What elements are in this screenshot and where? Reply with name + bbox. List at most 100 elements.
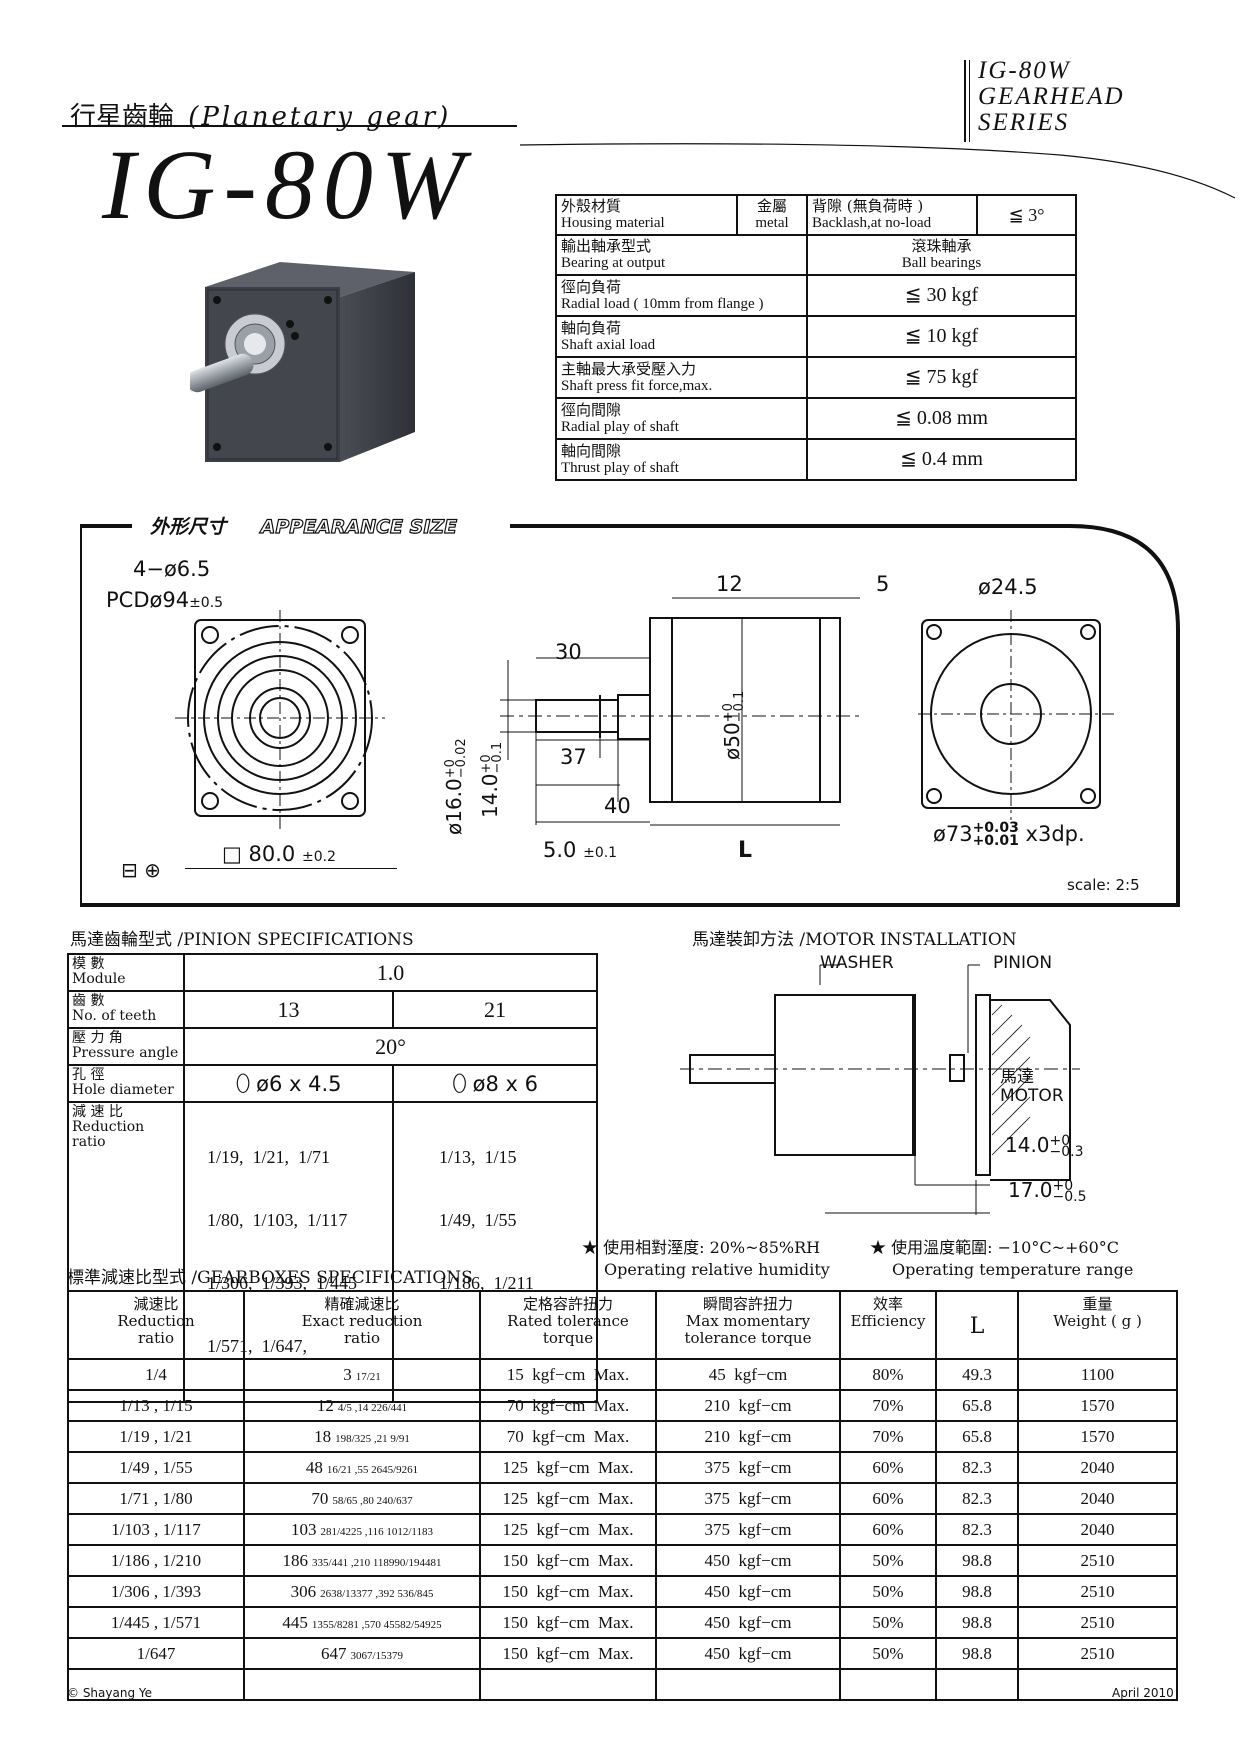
cell-rated: 125 kgf−cm Max.	[479, 1482, 657, 1515]
cell-empty	[479, 1668, 657, 1701]
washer-label: WASHER	[820, 953, 894, 973]
temperature-en: Operating temperature range	[892, 1260, 1134, 1279]
dim-5-0-tol: ±0.1	[583, 845, 618, 861]
cell-max: 450 kgf−cm	[655, 1606, 841, 1639]
spec-table: 外殼材質 Housing material 金屬 metal 背隙 (無負荷時 …	[555, 194, 1077, 481]
header-cn: 瞬間容許扭力	[702, 1295, 793, 1313]
cell-L: 49.3	[935, 1358, 1019, 1391]
cell-max: 450 kgf−cm	[655, 1544, 841, 1577]
motor-label-cn: 馬達	[1000, 1067, 1034, 1087]
pinion-label-en: Module	[72, 971, 126, 987]
spec-label: 背隙 (無負荷時 ) Backlash,at no-load	[806, 194, 978, 236]
cell-max: 210 kgf−cm	[655, 1389, 841, 1422]
exact-fraction: 17/21	[355, 1370, 381, 1383]
header-swoosh	[520, 143, 1236, 199]
exact-whole: 186	[282, 1550, 309, 1570]
spec-label-cn: 軸向負荷	[561, 318, 622, 337]
header-en: ratio	[344, 1329, 380, 1347]
dim-pilot: ø73+0.03+0.01 x3dp.	[933, 821, 1085, 848]
spec-label-en: Backlash,at no-load	[812, 215, 932, 231]
pinion-angle-value: 20°	[183, 1027, 598, 1066]
cell-eff: 60%	[839, 1513, 937, 1546]
gearbox-title: 標準減速比型式 /GEARBOXES SPECIFICATIONS	[67, 1268, 473, 1288]
copyright: © Shayang Ye	[67, 1686, 153, 1700]
cell-eff: 50%	[839, 1606, 937, 1639]
header-cn: 重量	[1082, 1295, 1113, 1313]
exact-fraction: 335/441 ,210 118990/194481	[312, 1556, 442, 1569]
header-en: ratio	[138, 1329, 174, 1347]
ratio-line: 1/186, 1/211	[439, 1273, 534, 1293]
dim-5-0-value: 5.0	[543, 838, 577, 862]
dim-pcd: PCDø94±0.5	[106, 588, 223, 612]
cell-weight: 2040	[1017, 1513, 1178, 1546]
dim-5: 5	[876, 572, 890, 596]
pinion-label-cn: 齒 數	[72, 993, 105, 1009]
spec-value: ≦ 10 kgf	[806, 315, 1077, 358]
header-en: tolerance torque	[684, 1329, 812, 1347]
pinion-teeth-a: 13	[183, 990, 394, 1029]
dim-line-square	[185, 868, 397, 869]
humidity-cn: ★ 使用相對溼度: 20%~85%RH	[582, 1238, 821, 1257]
side-view-drawing	[500, 597, 860, 826]
pinion-hole-b-value: ø8 x 6	[472, 1071, 538, 1096]
cell-weight: 1100	[1017, 1358, 1178, 1391]
subtitle-cn: 行星齒輪	[70, 102, 175, 132]
front-view-drawing	[175, 610, 385, 830]
cell-rated: 70 kgf−cm Max.	[479, 1389, 657, 1422]
dim-body: ø50+0−0.1	[720, 691, 747, 760]
header-en: Efficiency	[850, 1312, 926, 1330]
cell-weight: 2510	[1017, 1606, 1178, 1639]
cell-L: 65.8	[935, 1389, 1019, 1422]
cell-weight: 2040	[1017, 1451, 1178, 1484]
cell-eff: 50%	[839, 1575, 937, 1608]
cell-eff: 60%	[839, 1482, 937, 1515]
appearance-title-cn: 外形尺寸	[150, 516, 227, 538]
dim-40: 40	[604, 794, 631, 818]
dim-pilot-value: ø73	[933, 822, 973, 846]
cell-ratio: 1/186 , 1/210	[67, 1544, 245, 1577]
dim-bore: ø24.5	[978, 575, 1038, 599]
cell-ratio: 1/19 , 1/21	[67, 1420, 245, 1453]
cell-ratio: 1/4	[67, 1358, 245, 1391]
dim-square-tol: ±0.2	[301, 849, 336, 865]
exact-fraction: 4/5 ,14 226/441	[337, 1401, 408, 1414]
pinion-hole-a: ⬯ ø6 x 4.5	[183, 1064, 394, 1103]
spec-label-cn: 徑向負荷	[561, 277, 622, 296]
cell-max: 45 kgf−cm	[655, 1358, 841, 1391]
dim-30: 30	[555, 640, 582, 664]
header-en: Weight ( g )	[1053, 1312, 1142, 1330]
datum-symbols-icon: ⊟ ⊕	[121, 858, 161, 882]
spec-value: ≦ 0.4 mm	[806, 438, 1077, 481]
motor-label: 馬達 MOTOR	[1000, 1068, 1064, 1106]
header-cn: 效率	[872, 1295, 903, 1313]
temperature-condition: ★ 使用溫度範圍: −10°C~+60°C Operating temperat…	[870, 1237, 1133, 1281]
cell-weight: 2040	[1017, 1482, 1178, 1515]
dim-flat: 14.0+0−0.1	[478, 742, 505, 818]
subtitle-underline	[62, 125, 517, 127]
cell-ratio: 1/49 , 1/55	[67, 1451, 245, 1484]
exact-fraction: 3067/15379	[350, 1649, 404, 1662]
exact-whole: 70	[311, 1488, 329, 1508]
pinion-hole-b: ⬯ ø8 x 6	[392, 1064, 598, 1103]
rear-view-drawing	[918, 610, 1118, 820]
